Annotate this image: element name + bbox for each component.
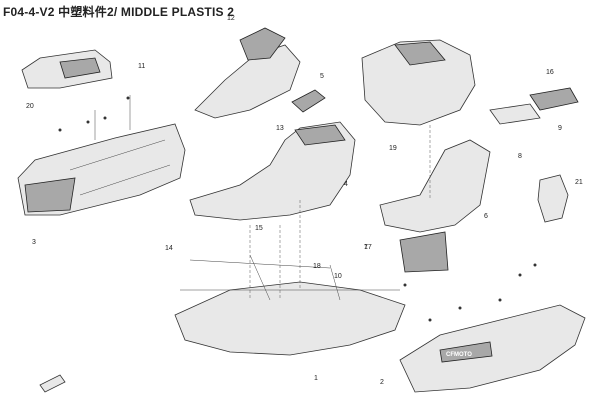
part-9-pad xyxy=(489,87,579,125)
callout-label: 14 xyxy=(165,245,173,252)
callout-label: 2 xyxy=(380,379,384,386)
callout-label: 1 xyxy=(314,375,318,382)
part-center-tunnel-top xyxy=(194,27,301,119)
callout-label: 15 xyxy=(255,225,263,232)
part-5-pad xyxy=(291,89,326,113)
callout-label: 3 xyxy=(32,239,36,246)
part-20-bracket xyxy=(21,49,113,89)
callout-label: 7 xyxy=(364,244,368,251)
part-21-cap xyxy=(537,174,569,223)
callout-label: 16 xyxy=(546,69,554,76)
part-19-storage-box xyxy=(361,39,476,126)
callout-label: 11 xyxy=(138,63,145,70)
part-floor-frame xyxy=(174,254,406,356)
diagram-title: F04-4-V2 中塑料件2/ MIDDLE PLASTIS 2 xyxy=(3,5,235,19)
callout-label: 19 xyxy=(389,145,397,152)
part-number-callouts: 1 2 3 4 5 6 7 8 9 10 11 12 13 14 15 16 1… xyxy=(26,15,583,386)
callout-label: 4 xyxy=(344,181,348,188)
part-2-right-side-panel: CFMOTO xyxy=(399,304,586,393)
part-6-right-console xyxy=(379,139,491,273)
callout-label: 18 xyxy=(313,263,321,270)
callout-label: 6 xyxy=(484,213,488,220)
fasteners xyxy=(58,96,537,322)
callout-label: 17 xyxy=(364,244,372,251)
callout-label: 13 xyxy=(276,125,284,132)
part-4-center-console xyxy=(189,121,356,221)
leader-lines xyxy=(94,95,431,300)
callout-label: 9 xyxy=(558,125,562,132)
callout-label: 12 xyxy=(227,15,235,22)
callout-label: 8 xyxy=(518,153,522,160)
cfmoto-badge: CFMOTO xyxy=(446,352,472,358)
callout-label: 10 xyxy=(334,273,342,280)
callout-label: 20 xyxy=(26,103,34,110)
callout-label: 5 xyxy=(320,73,324,80)
part-3-left-side-panel xyxy=(17,123,186,216)
callout-label: 21 xyxy=(575,179,583,186)
direction-arrow-icon xyxy=(39,374,66,393)
